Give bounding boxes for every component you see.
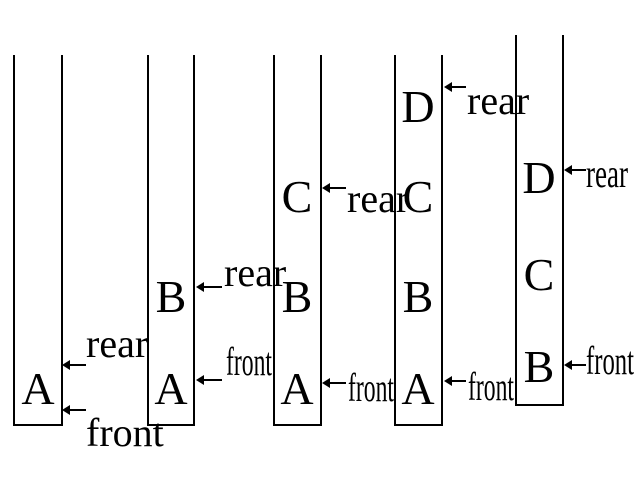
queue-1-pointer-rear: rear — [62, 321, 148, 370]
arrow-left-icon — [444, 376, 452, 386]
arrow-left-icon — [62, 360, 70, 370]
queue-4-pointer-rear: rear — [444, 78, 529, 123]
queue-stage-5: B C D rear front — [515, 35, 634, 406]
queue-5-pointer-front-label: front — [586, 338, 634, 383]
queue-3-item-1: B — [282, 271, 313, 322]
queue-container-4 — [394, 55, 443, 426]
queue-5-pointer-rear: rear — [564, 151, 628, 196]
queue-1-pointer-front: front — [62, 405, 164, 455]
queue-2-pointer-front: front — [196, 339, 272, 385]
queue-1-item-0: A — [21, 363, 54, 414]
queue-3-item-0: A — [280, 363, 313, 414]
queue-5-item-1: C — [524, 249, 555, 300]
queue-4-item-2: C — [403, 171, 434, 222]
queue-container-5 — [515, 35, 564, 406]
arrow-left-icon — [322, 183, 330, 193]
queue-2-pointer-rear-label: rear — [224, 250, 286, 295]
queue-3-pointer-front-label: front — [348, 365, 394, 410]
arrow-left-icon — [444, 82, 452, 92]
queue-3-pointer-rear-label: rear — [347, 176, 409, 221]
queue-stage-4: A B C D rear front — [394, 55, 529, 426]
queue-3-pointer-rear: rear — [322, 176, 409, 221]
queue-5-item-2: D — [522, 152, 555, 203]
arrow-left-icon — [196, 282, 204, 292]
queue-2-pointer-rear: rear — [196, 250, 286, 295]
queue-container-2 — [147, 55, 195, 426]
queue-5-pointer-rear-label: rear — [586, 151, 628, 196]
queue-stage-3: A B C rear front — [273, 55, 409, 426]
queue-5-item-0: B — [524, 341, 555, 392]
queue-4-item-0: A — [401, 363, 434, 414]
queue-4-pointer-rear-label: rear — [467, 78, 529, 123]
queue-2-pointer-front-label: front — [226, 339, 272, 384]
queue-stage-1: A rear front — [13, 55, 164, 455]
queue-1-pointer-rear-label: rear — [86, 321, 148, 366]
arrow-left-icon — [62, 405, 70, 415]
queue-4-item-1: B — [403, 271, 434, 322]
arrow-left-icon — [564, 360, 572, 370]
queue-5-pointer-front: front — [564, 338, 634, 383]
arrow-left-icon — [196, 375, 204, 385]
arrow-left-icon — [322, 378, 330, 388]
queue-3-pointer-front: front — [322, 365, 394, 410]
queue-4-pointer-front-label: front — [468, 364, 514, 409]
arrow-left-icon — [564, 165, 572, 175]
queue-stage-2: A B rear front — [147, 55, 286, 426]
queue-2-item-0: A — [154, 363, 187, 414]
queue-4-pointer-front: front — [444, 364, 514, 409]
queue-1-pointer-front-label: front — [86, 410, 164, 455]
queue-container-3 — [273, 55, 322, 426]
queue-3-item-2: C — [282, 171, 313, 222]
queue-2-item-1: B — [156, 271, 187, 322]
queue-4-item-3: D — [401, 81, 434, 132]
queue-container-1 — [13, 55, 63, 426]
